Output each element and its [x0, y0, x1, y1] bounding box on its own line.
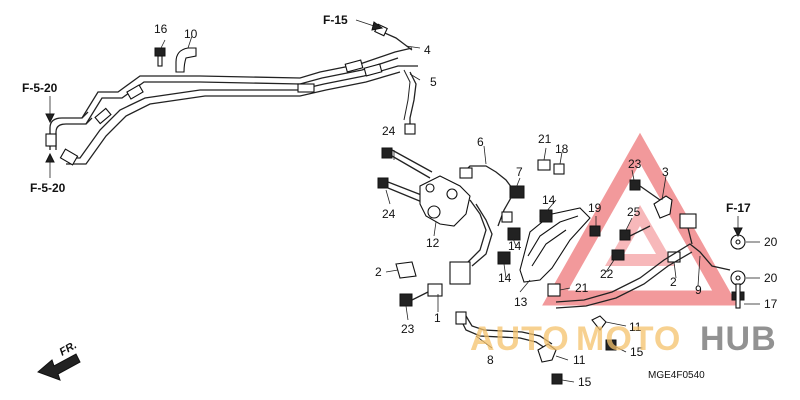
part-label-13: 13: [514, 295, 528, 309]
central-components: [377, 147, 681, 283]
part-label-3: 3: [662, 165, 669, 179]
watermark-text-moto: MOTO: [576, 320, 681, 358]
part-label-9: 9: [695, 283, 702, 297]
part-label-6: 6: [477, 135, 484, 149]
part-label-2-right: 2: [670, 275, 677, 289]
part-label-19: 19: [588, 201, 602, 215]
part-label-10: 10: [184, 27, 198, 41]
part-label-4: 4: [424, 43, 431, 57]
lower-brake-lines: [395, 213, 746, 385]
part-label-11-lower: 11: [573, 353, 586, 367]
part-label-1: 1: [434, 311, 441, 325]
part-number-labels: 16 10 4 5 6 7 12 24 24 2 1 23 8 13 21 11…: [154, 22, 778, 389]
part-label-21-upper: 21: [538, 132, 552, 146]
part-label-8: 8: [487, 353, 494, 367]
part-label-23-upper: 23: [628, 157, 642, 171]
part-label-12: 12: [426, 236, 440, 250]
watermark-text-auto: AUTO: [470, 320, 570, 358]
ref-label-f17: F-17: [726, 201, 751, 215]
part-label-14-upper: 14: [542, 193, 556, 207]
part-label-15-right: 15: [630, 345, 644, 359]
part-label-21-lower: 21: [575, 281, 589, 295]
part-label-14-lower: 14: [498, 271, 512, 285]
part-label-24-upper: 24: [382, 124, 396, 138]
reference-labels: F-15 F-5-20 F-5-20 F-17 FR. MGE4F0540: [22, 13, 751, 381]
part-label-20-upper: 20: [764, 235, 778, 249]
watermark-text: AUTO MOTO HUB: [470, 320, 777, 358]
reference-arrows: [45, 19, 743, 238]
part-label-23-lower: 23: [401, 322, 415, 336]
part-label-15-bottom: 15: [578, 375, 592, 389]
upper-brake-pipes: [45, 23, 418, 166]
part-label-5: 5: [430, 75, 437, 89]
part-label-11-upper: 11: [629, 320, 642, 334]
diagram-code: MGE4F0540: [648, 370, 705, 381]
part-label-20-lower: 20: [764, 271, 778, 285]
ref-label-f5-20-bottom: F-5-20: [30, 181, 66, 195]
part-label-25: 25: [627, 205, 641, 219]
part-label-16: 16: [154, 22, 168, 36]
part-label-2-left: 2: [375, 265, 382, 279]
part-label-7: 7: [516, 165, 523, 179]
ref-label-f15: F-15: [323, 13, 348, 27]
part-label-24-lower: 24: [382, 207, 396, 221]
leader-lines: [160, 35, 760, 383]
part-label-18: 18: [555, 142, 569, 156]
part-label-22: 22: [600, 267, 614, 281]
ref-label-f5-20-top: F-5-20: [22, 81, 58, 95]
part-label-14-middle: 14: [508, 239, 522, 253]
watermark-text-hub: HUB: [700, 320, 777, 358]
part-label-17: 17: [764, 297, 778, 311]
front-direction-arrow-icon: [37, 353, 81, 381]
